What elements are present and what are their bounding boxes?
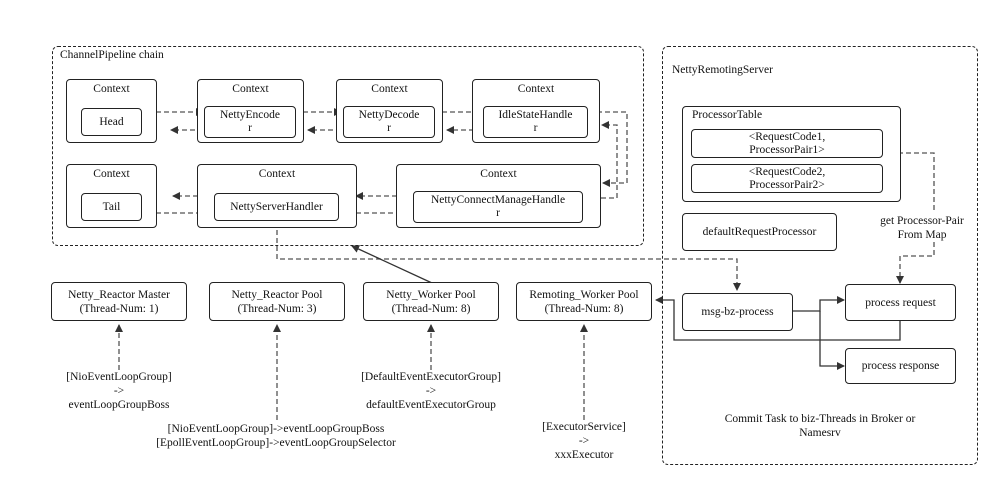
default-request-processor: defaultRequestProcessor [682,213,837,251]
context-encoder: Context NettyEncode r [197,79,304,143]
processor-table-entry: <RequestCode2, ProcessorPair2> [691,164,883,193]
arrow-worker-pool-to-pipeline [351,245,433,284]
netty-reactor-master-pool: Netty_Reactor Master (Thread-Num: 1) [51,282,187,321]
processor-table-title: ProcessorTable [692,109,763,121]
arrow-process-request-to-remoting-pool [655,296,901,341]
reactor-pool-note: [NioEventLoopGroup]->eventLoopGroupBoss … [140,422,412,450]
netty-reactor-pool: Netty_Reactor Pool (Thread-Num: 3) [209,282,345,321]
channel-pipeline-group [52,46,644,246]
channel-pipeline-title: ChannelPipeline chain [60,49,164,61]
remoting-worker-pool: Remoting_Worker Pool (Thread-Num: 8) [516,282,652,321]
context-label: Context [258,168,296,180]
arrow-msg-process-to-process-response [819,311,845,370]
context-idle: Context IdleStateHandle r [472,79,600,143]
netty-worker-pool: Netty_Worker Pool (Thread-Num: 8) [363,282,499,321]
context-head: Context Head [66,79,157,143]
context-label: Context [93,168,130,180]
context-label: Context [232,83,269,95]
context-label: Context [480,168,517,180]
remoting-server-group [662,46,978,465]
reactor-master-note: [NioEventLoopGroup] -> eventLoopGroupBos… [40,370,198,412]
get-processor-pair-label: get Processor-Pair From Map [872,214,972,242]
context-decoder: Context NettyDecode r [336,79,443,143]
remoting-server-title: NettyRemotingServer [672,64,773,76]
arrow-connect-manage-to-idle [601,121,618,199]
remoting-pool-note: [ExecutorService] -> xxxExecutor [520,420,648,462]
commit-task-note: Commit Task to biz-Threads in Broker or … [724,413,916,439]
context-label: Context [371,83,408,95]
context-label: Context [93,83,130,95]
context-connect-manage: Context NettyConnectManageHandle r [396,164,601,228]
netty-connect-manage-handler: NettyConnectManageHandle r [413,191,583,223]
worker-pool-note: [DefaultEventExecutorGroup] -> defaultEv… [340,370,522,412]
netty-decoder-handler: NettyDecode r [343,106,435,138]
netty-encoder-handler: NettyEncode r [204,106,296,138]
process-response: process response [845,348,956,384]
processor-table-entry: <RequestCode1, ProcessorPair1> [691,129,883,158]
context-tail: Context Tail [66,164,157,228]
process-request: process request [845,284,956,321]
context-server-handler: Context NettyServerHandler [197,164,357,228]
idle-state-handler: IdleStateHandle r [483,106,588,138]
netty-server-handler: NettyServerHandler [214,193,339,221]
tail-handler: Tail [81,193,142,221]
arrow-idle-to-connect-manage [589,111,628,187]
msg-bz-process: msg-bz-process [682,293,793,331]
head-handler: Head [81,108,142,136]
arrow-server-handler-to-msg-process [276,222,741,291]
context-label: Context [517,83,555,95]
arrow-msg-process-to-process-request [792,296,845,312]
